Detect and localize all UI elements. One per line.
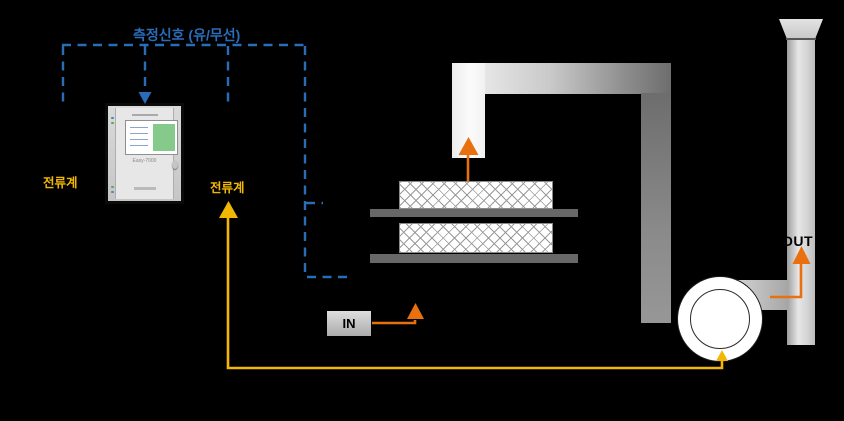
analyzer-cabinet: Easy-7000 [105, 103, 184, 204]
cabinet-bottom-text [133, 187, 156, 190]
outlet-label: OUT [782, 233, 814, 249]
status-led [111, 122, 114, 124]
support-plate-lower [370, 254, 578, 263]
hatched-plate-upper [399, 181, 553, 209]
cabinet-door: Easy-7000 [115, 108, 178, 199]
status-led [111, 186, 114, 188]
status-led [111, 117, 114, 119]
duct-inlet-section [452, 63, 485, 158]
screen-text-lines [130, 126, 149, 149]
hatched-plate-lower [399, 223, 553, 253]
ammeter-label-middle: 전류계 [210, 181, 245, 195]
cabinet-handle [172, 160, 178, 169]
signal-title-label: 측정신호 (유/무선) [133, 27, 241, 43]
inlet-flow-line [372, 320, 417, 325]
ammeter-label-left: 전류계 [43, 176, 78, 190]
duct-top-section [452, 63, 671, 94]
cabinet-face: Easy-7000 [108, 106, 181, 201]
blower-inlet-circle [690, 289, 750, 349]
exhaust-stack [787, 39, 815, 345]
cabinet-header-text [131, 114, 158, 116]
status-led [111, 191, 114, 193]
stack-cap-joint [786, 38, 816, 40]
stack-cap [779, 19, 823, 39]
inlet-label: IN [342, 316, 356, 331]
inlet-box: IN [327, 311, 371, 336]
ammeter-arrowhead-up [219, 201, 238, 218]
duct-outlet-section [641, 93, 671, 323]
inlet-flow-arrowhead [407, 303, 424, 319]
support-plate-upper [370, 209, 578, 217]
analyzer-screen [125, 120, 178, 155]
screen-green-panel [153, 123, 176, 152]
analyzer-model-label: Easy-7000 [132, 158, 157, 164]
